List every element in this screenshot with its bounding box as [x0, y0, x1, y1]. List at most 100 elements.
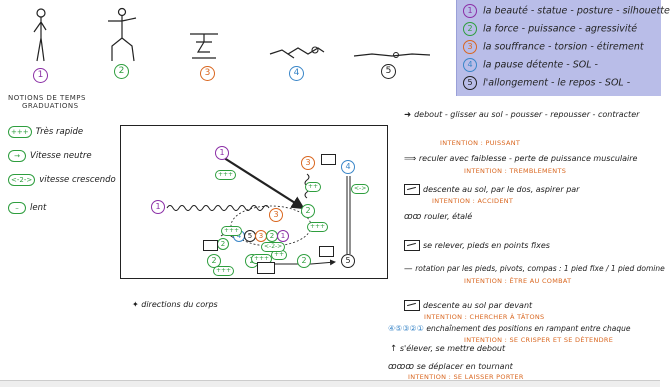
legend-item-1: 1 la beauté - statue - posture - silhoue… [463, 4, 670, 18]
instruction-10-intention: INTENTION : SE LAISSER PORTER [408, 372, 524, 382]
instruction-2-text: reculer avec faiblesse - perte de puissa… [418, 154, 638, 163]
instruction-8-text: enchaînement des positions en rampant en… [426, 324, 631, 333]
double-arrow-icon: ⟹ [404, 154, 419, 164]
stage-tempo-2: +++ [307, 222, 329, 232]
chain-node-2b: 2 [217, 238, 229, 250]
front-descent-icon [404, 300, 420, 311]
instruction-2-intention: INTENTION : TREMBLEMENTS [464, 166, 566, 176]
legend-number-4: 4 [463, 58, 477, 72]
grad-crescendo-symbol: <-2-> [8, 174, 36, 186]
floor-descent-icon [404, 184, 420, 195]
instruction-3-text: descente au sol, par le dos, aspirer par [423, 185, 580, 194]
stage-tempo-3: <-> [351, 184, 370, 194]
instruction-10-text: se déplacer en tournant [416, 362, 513, 371]
grad-very-fast: +++Très rapide [8, 126, 83, 138]
rise-arrow-icon: ↑ [390, 344, 400, 354]
body-directions-label: directions du corps [141, 300, 218, 309]
figure-2-number: 2 [114, 64, 129, 79]
rotation-arrow-icon: — [404, 264, 416, 274]
bottom-scrollbar[interactable] [0, 380, 660, 387]
instruction-5: se relever, pieds en points fixes [404, 240, 550, 251]
grad-crescendo-label: vitesse crescendo [39, 175, 116, 185]
instruction-7: descente au sol par devant [404, 300, 532, 311]
stage-node-2d: 2 [297, 254, 311, 268]
instruction-3-intention-text: INTENTION : ACCIDENT [432, 197, 514, 205]
grad-neutral-symbol: → [8, 150, 26, 162]
legend-label-1: la beauté - statue - posture - silhouett… [483, 5, 670, 17]
instruction-5-text: se relever, pieds en points fixes [423, 241, 550, 250]
grad-slow-symbol: – [8, 202, 26, 214]
legend-label-3: la souffrance - torsion - étirement [483, 41, 644, 53]
instruction-8: ④⑤③②① enchaînement des positions en ramp… [388, 324, 631, 334]
grad-neutral: → Vitesse neutre [8, 150, 92, 162]
instruction-8-intention-text: INTENTION : SE CRISPER ET SE DÉTENDRE [464, 336, 614, 344]
instruction-1-intention: INTENTION : PUISSANT [440, 138, 520, 148]
stage-node-1a: 1 [215, 146, 229, 160]
instruction-3-intention: INTENTION : ACCIDENT [432, 196, 513, 206]
instruction-1-intention-text: INTENTION : PUISSANT [440, 139, 521, 147]
legend-item-3: 3 la souffrance - torsion - étirement [463, 40, 644, 54]
stage-tempo-9: <-2-> [261, 242, 286, 252]
figure-1-number: 1 [33, 68, 48, 83]
figure-2-drawing [108, 7, 137, 62]
time-notions-title: NOTIONS DE TEMPS [8, 94, 86, 102]
stage-box-icon-4 [257, 262, 275, 274]
turning-loops-icon: ꝏꝏꝏ [388, 362, 417, 372]
figure-4-drawing [269, 46, 325, 59]
legend-label-4: la pause détente - SOL - [483, 59, 598, 71]
legend-number-2: 2 [463, 22, 477, 36]
stage-tempo-8: +++ [221, 226, 243, 236]
figure-5-number: 5 [381, 64, 396, 79]
instruction-9-text: s'élever, se mettre debout [399, 344, 506, 353]
stage-node-3a: 3 [301, 156, 315, 170]
bold-arrow-icon: ➜ [404, 110, 415, 120]
time-notions: NOTIONS DE TEMPS GRADUATIONS +++Très rap… [8, 94, 118, 214]
figure-3-number: 3 [200, 66, 215, 81]
instruction-7-intention: INTENTION : CHERCHER À TÂTONS [424, 312, 544, 322]
stage-diagram: 1 1 2 2 2 2 3 3 4 5 4 5 3 2 1 2 +++ +++ … [120, 125, 388, 279]
legend-number-3: 3 [463, 40, 477, 54]
grad-very-fast-label: Très rapide [35, 127, 84, 137]
stage-node-2a: 2 [301, 204, 315, 218]
legend-label-2: la force - puissance - agressivité [483, 23, 638, 35]
body-directions-note: ✦ directions du corps [132, 300, 218, 309]
instruction-7-intention-text: INTENTION : CHERCHER À TÂTONS [424, 313, 545, 321]
instruction-10: ꝏꝏꝏ se déplacer en tournant [388, 362, 513, 372]
instruction-8-intention: INTENTION : SE CRISPER ET SE DÉTENDRE [464, 335, 613, 345]
instruction-2: ⟹ reculer avec faiblesse - perte de puis… [404, 154, 637, 164]
roll-loops-icon: ꝏꝏ [404, 212, 425, 222]
stage-tempo-5: ++ [305, 182, 322, 192]
grad-slow-label: lent [30, 203, 47, 213]
legend-number-5: 5 [463, 76, 477, 90]
instruction-7-text: descente au sol par devant [423, 301, 533, 310]
stage-tempo-4: +++ [213, 266, 235, 276]
grad-neutral-label: Vitesse neutre [30, 151, 92, 161]
instructions-list: ➜ debout - glisser au sol - pousser - re… [388, 108, 665, 382]
instruction-2-intention-text: INTENTION : TREMBLEMENTS [464, 167, 567, 175]
legend-item-2: 2 la force - puissance - agressivité [463, 22, 637, 36]
stage-node-4: 4 [341, 160, 355, 174]
stage-tempo-1: +++ [215, 170, 237, 180]
figure-1-drawing [33, 8, 47, 62]
stage-node-5: 5 [341, 254, 355, 268]
figure-4-number: 4 [289, 66, 304, 81]
legend-number-1: 1 [463, 4, 477, 18]
instruction-3: descente au sol, par le dos, aspirer par [404, 184, 579, 195]
positions-chain-icon: ④⑤③②① [388, 324, 427, 333]
legend-item-4: 4 la pause détente - SOL - [463, 58, 598, 72]
grad-slow: –lent [8, 202, 46, 214]
rise-icon [404, 240, 420, 251]
instruction-1: ➜ debout - glisser au sol - pousser - re… [404, 110, 639, 120]
instruction-6-intention-text: INTENTION : ÊTRE AU COMBAT [464, 277, 572, 285]
chain-node-2: 2 [266, 230, 278, 242]
figure-3-drawing [190, 33, 218, 59]
time-notions-subtitle: GRADUATIONS [22, 102, 79, 110]
grad-crescendo: <-2->vitesse crescendo [8, 174, 116, 186]
stage-node-3b: 3 [269, 208, 283, 222]
stage-box-icon-1 [321, 154, 336, 165]
stage-box-icon-2 [319, 246, 334, 257]
figures-row: 1 2 3 4 5 [0, 0, 450, 90]
stage-box-icon-3 [203, 240, 218, 251]
instruction-6-text: rotation par les pieds, pivots, compas :… [415, 264, 665, 273]
instruction-6-intention: INTENTION : ÊTRE AU COMBAT [464, 276, 571, 286]
